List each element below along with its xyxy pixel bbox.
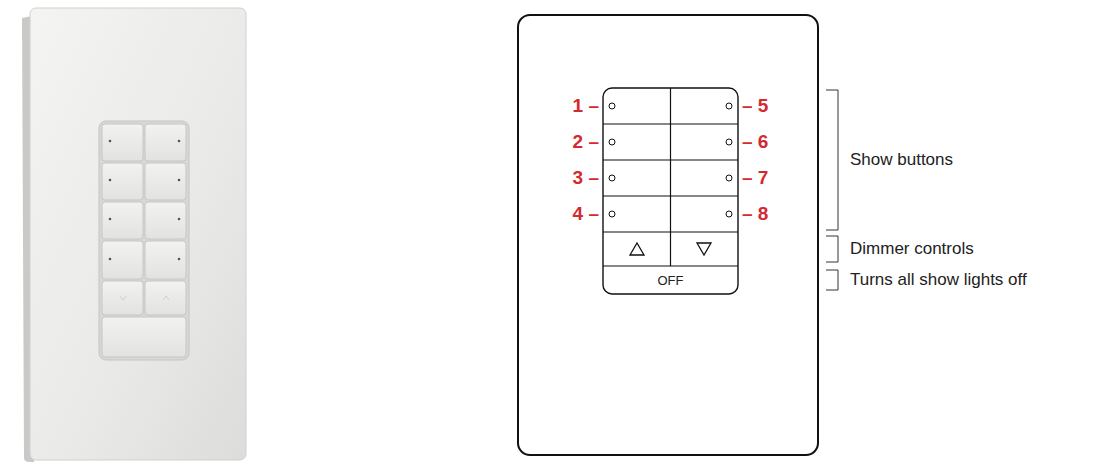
brackets [826, 90, 838, 290]
keypad-schematic [518, 15, 838, 455]
callout-number: 2 – [573, 131, 599, 153]
button-box: OFF [604, 267, 737, 293]
callout-number: 3 – [573, 167, 599, 189]
dimmer-triangles [630, 243, 711, 255]
callout-number: – 8 [742, 203, 768, 225]
callout-number: – 7 [742, 167, 768, 189]
group-label: Turns all show lights off [850, 270, 1027, 290]
callout-number: – 6 [742, 131, 768, 153]
group-label: Dimmer controls [850, 239, 974, 259]
group-label: Show buttons [850, 150, 953, 170]
button-label: OFF [658, 273, 684, 288]
keypad-photo [22, 8, 246, 462]
callout-number: – 5 [742, 95, 768, 117]
callout-number: 4 – [573, 203, 599, 225]
callout-number: 1 – [573, 95, 599, 117]
